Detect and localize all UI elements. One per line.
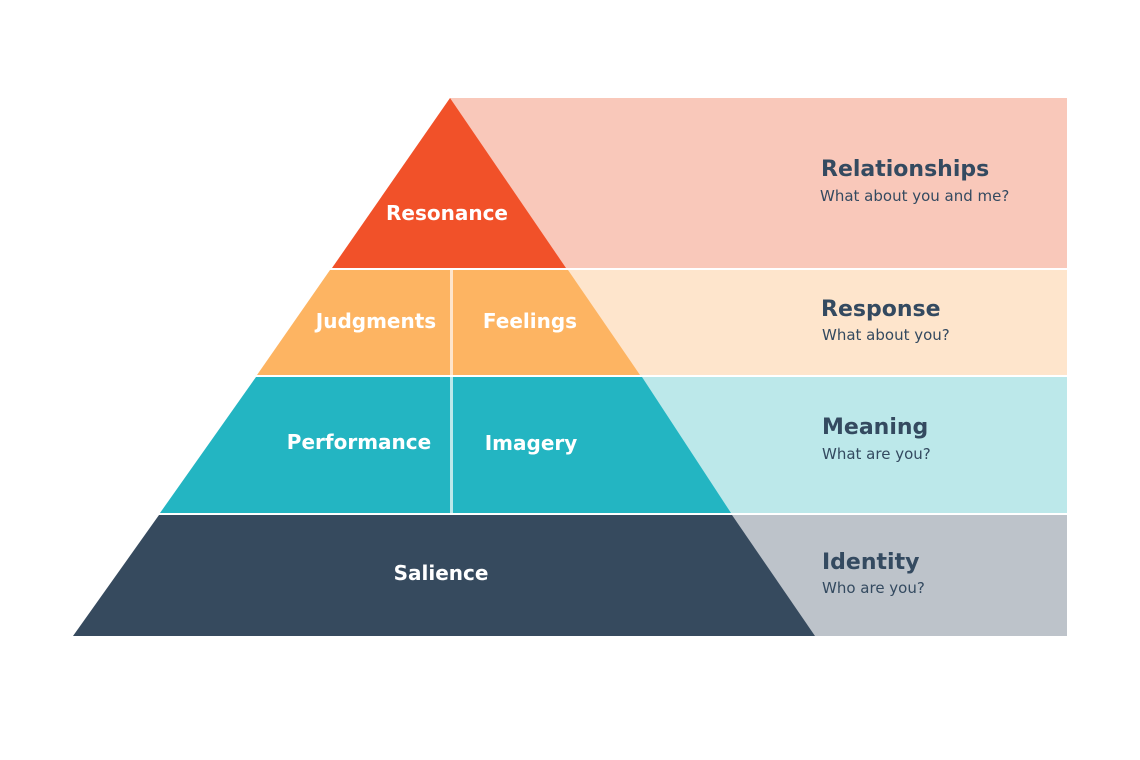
title-response: Response [821, 297, 941, 322]
label-performance: Performance [287, 430, 431, 454]
pyramid-segment-feelings [453, 270, 640, 375]
pyramid-segment-judgments [257, 270, 450, 375]
pyramid-segment-imagery [453, 377, 731, 513]
label-feelings: Feelings [483, 309, 577, 333]
question-identity: Who are you? [822, 579, 925, 597]
pyramid-segment-salience [73, 515, 815, 636]
title-identity: Identity [822, 550, 919, 575]
question-relationships: What about you and me? [820, 187, 1009, 205]
label-resonance: Resonance [386, 201, 508, 225]
question-meaning: What are you? [822, 445, 931, 463]
question-response: What about you? [822, 326, 950, 344]
label-imagery: Imagery [485, 431, 578, 455]
panel-relationships [450, 98, 1067, 268]
label-salience: Salience [394, 561, 489, 585]
label-judgments: Judgments [314, 309, 436, 333]
pyramid-segment-resonance [332, 98, 566, 268]
title-relationships: Relationships [821, 157, 989, 182]
pyramid-segment-performance [160, 377, 450, 513]
title-meaning: Meaning [822, 415, 928, 440]
